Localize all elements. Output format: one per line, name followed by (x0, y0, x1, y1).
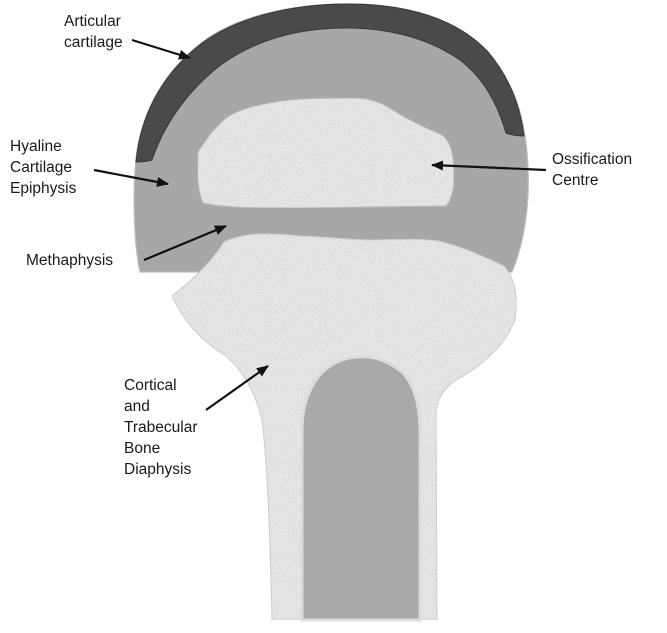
label-line: Articular (64, 11, 123, 32)
label-metaphysis: Methaphysis (26, 250, 113, 271)
articular-arrow (132, 40, 190, 58)
label-line: cartilage (64, 32, 123, 53)
label-line: and (124, 396, 198, 417)
label-articular-cartilage: Articular cartilage (64, 11, 123, 53)
label-line: Ossification (552, 149, 632, 170)
label-line: Methaphysis (26, 250, 113, 271)
label-line: Bone (124, 438, 198, 459)
label-ossification-centre: Ossification Centre (552, 149, 632, 191)
label-line: Epiphysis (10, 178, 76, 199)
medullary-cavity (302, 357, 420, 620)
label-line: Cartilage (10, 157, 76, 178)
label-line: Diaphysis (124, 459, 198, 480)
label-cortical-bone: Cortical and Trabecular Bone Diaphysis (124, 375, 198, 480)
label-hyaline-cartilage: Hyaline Cartilage Epiphysis (10, 136, 76, 199)
label-line: Hyaline (10, 136, 76, 157)
label-line: Centre (552, 170, 632, 191)
label-line: Cortical (124, 375, 198, 396)
label-line: Trabecular (124, 417, 198, 438)
